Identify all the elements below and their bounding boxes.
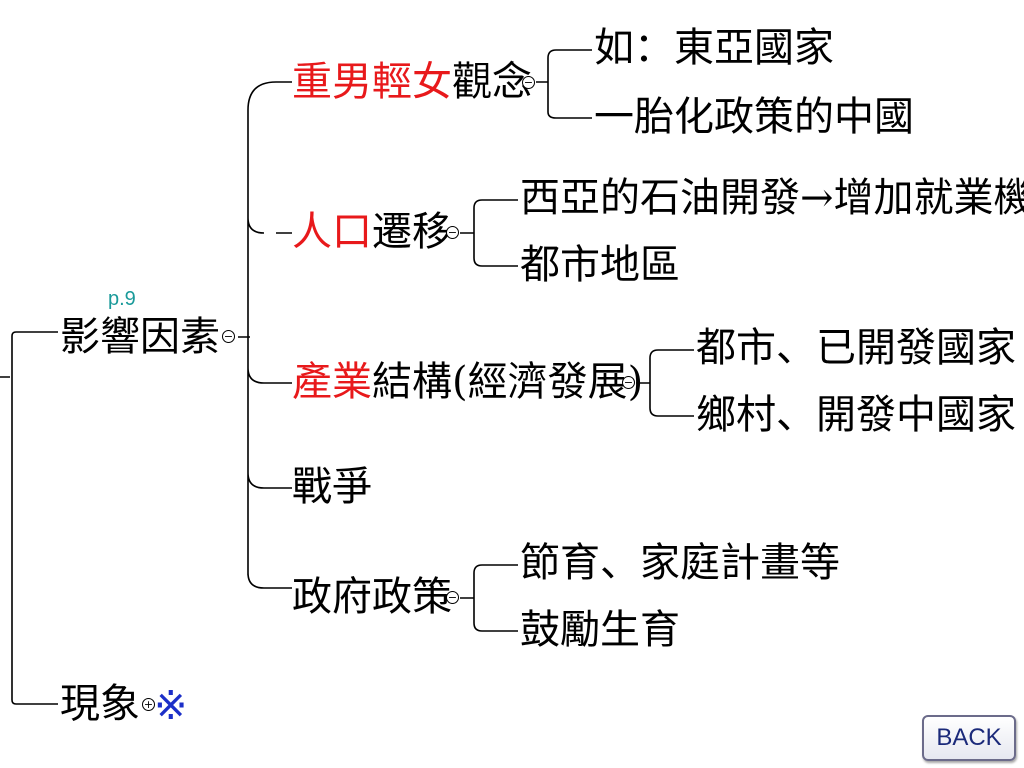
expand-toggle[interactable]: +	[142, 698, 155, 711]
node-industry-structure: 產業結構(經濟發展)	[292, 362, 643, 402]
leaf-oil-development: 西亞的石油開發→增加就業機會	[520, 175, 1024, 221]
leaf-developing-villages: 鄉村、開發中國家	[696, 392, 1016, 438]
collapse-toggle[interactable]: −	[522, 76, 535, 89]
back-button[interactable]: BACK	[922, 715, 1016, 761]
node-war: 戰爭	[292, 464, 372, 510]
page-reference[interactable]: p.9	[108, 288, 136, 310]
node-label: 觀念	[452, 59, 532, 105]
collapse-toggle[interactable]: −	[622, 376, 635, 389]
node-government-policy: 政府政策	[292, 574, 452, 620]
collapse-toggle[interactable]: −	[446, 226, 459, 239]
node-gender-preference: 重男輕女觀念	[292, 62, 532, 102]
leaf-east-asia: 如：東亞國家	[594, 25, 834, 71]
node-label: 遷移	[372, 209, 452, 255]
leaf-one-child-policy: 一胎化政策的中國	[594, 94, 914, 140]
collapse-toggle[interactable]: −	[446, 591, 459, 604]
node-influencing-factors: 影響因素	[60, 314, 220, 360]
emphasis-text: 產業	[292, 359, 372, 405]
emphasis-text: 人口	[292, 209, 372, 255]
leaf-family-planning: 節育、家庭計畫等	[520, 540, 840, 586]
node-label: 結構(經濟發展)	[372, 359, 644, 405]
emphasis-text: 重男輕女	[292, 59, 452, 105]
collapse-toggle[interactable]: −	[222, 330, 235, 343]
leaf-urban-areas: 都市地區	[520, 242, 680, 288]
reference-mark[interactable]: ※	[154, 683, 188, 729]
node-migration: 人口遷移	[292, 212, 452, 252]
leaf-encourage-births: 鼓勵生育	[520, 607, 680, 653]
leaf-developed-cities: 都市、已開發國家	[696, 325, 1016, 371]
node-phenomenon: 現象	[60, 681, 140, 727]
